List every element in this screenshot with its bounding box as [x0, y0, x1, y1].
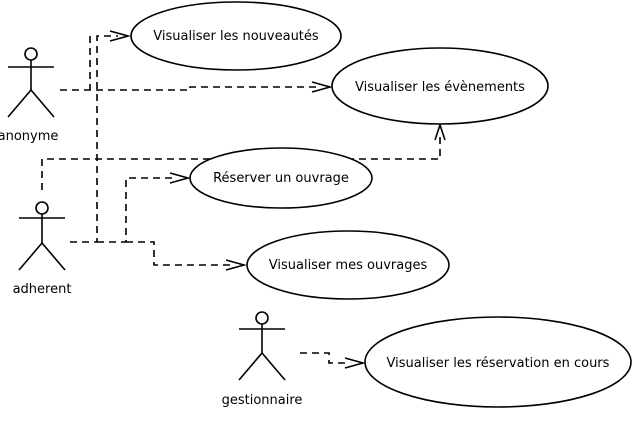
actor-adherent-head — [35, 201, 49, 215]
arrowhead-nouveautes — [109, 30, 131, 42]
actor-anonyme-label: anonyme — [0, 129, 58, 144]
arrowhead-evenements — [311, 81, 333, 93]
use-case-evenements-label: Visualiser les évènements — [355, 80, 525, 95]
use-case-reservations-ellipse — [364, 316, 632, 408]
actor-gestionnaire-left-leg — [238, 352, 263, 381]
use-case-reservations-label: Visualiser les réservation en cours — [387, 356, 610, 371]
arrowhead-mes-ouvrages — [225, 259, 247, 271]
connector-gestionnaire-reservations — [300, 352, 350, 364]
arrowhead-reserver — [169, 172, 191, 184]
use-case-nouveautes-label: Visualiser les nouveautés — [153, 29, 319, 44]
use-case-reservations: Visualiser les réservation en cours — [364, 316, 632, 408]
actor-anonyme-head — [24, 47, 38, 61]
use-case-mes-ouvrages: Visualiser mes ouvrages — [246, 230, 450, 300]
arrowhead-evenements-up — [434, 122, 446, 141]
actor-adherent-left-leg — [18, 242, 43, 271]
connector-adherent-nouveautes — [70, 35, 118, 243]
connector-anonyme-evenements — [60, 86, 318, 91]
use-case-mes-ouvrages-label: Visualiser mes ouvrages — [269, 258, 428, 273]
use-case-reserver-ellipse — [189, 147, 373, 209]
connector-adherent-reserver — [97, 177, 176, 243]
actor-gestionnaire-right-leg — [261, 352, 286, 381]
actor-anonyme: anonyme — [0, 47, 58, 144]
use-case-reserver: Réserver un ouvrage — [189, 147, 373, 209]
use-case-nouveautes: Visualiser les nouveautés — [130, 1, 342, 71]
arrowhead-reservations — [344, 357, 366, 369]
actor-gestionnaire-label: gestionnaire — [222, 393, 303, 408]
actor-adherent: adherent — [13, 201, 72, 297]
actor-adherent-right-leg — [41, 242, 66, 271]
connector-adherent-mes-ouvrages — [126, 241, 232, 266]
use-case-reserver-label: Réserver un ouvrage — [213, 171, 349, 186]
actor-gestionnaire-head — [255, 311, 269, 325]
actor-gestionnaire: gestionnaire — [222, 311, 303, 408]
use-case-mes-ouvrages-ellipse — [246, 230, 450, 300]
use-case-evenements: Visualiser les évènements — [331, 47, 549, 125]
use-case-evenements-ellipse — [331, 47, 549, 125]
use-case-nouveautes-ellipse — [130, 1, 342, 71]
actor-adherent-label: adherent — [13, 282, 72, 297]
actor-anonyme-right-leg — [30, 89, 55, 118]
actor-anonyme-left-leg — [7, 89, 32, 118]
